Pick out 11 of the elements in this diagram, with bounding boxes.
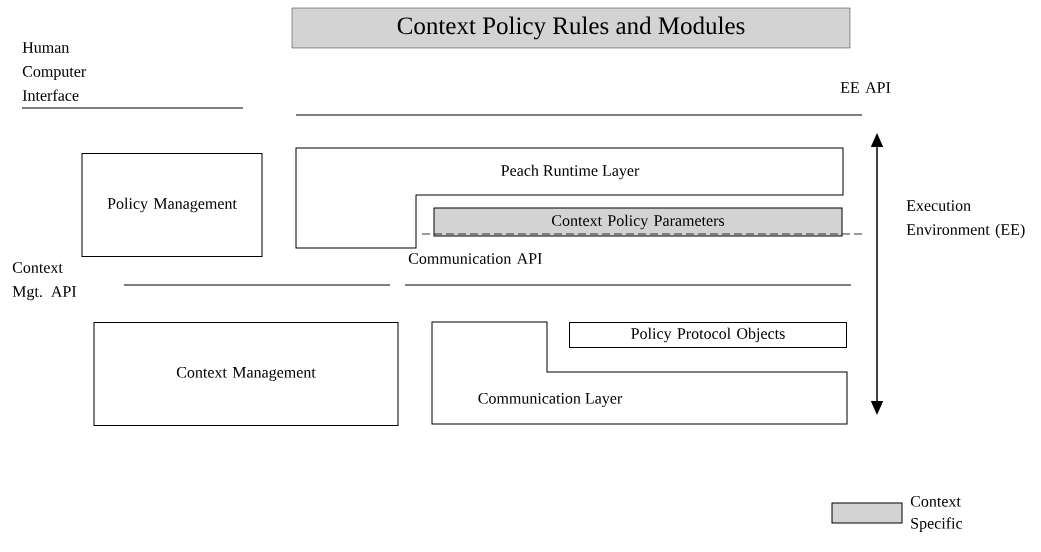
module-box: Policy Management bbox=[81, 153, 263, 257]
label-text: Execution Environment (EE) bbox=[906, 200, 1025, 239]
object-box: Policy Protocol Objects bbox=[569, 322, 847, 348]
label-text: Context Mgt. API bbox=[12, 262, 77, 301]
label-text: Human Computer Interface bbox=[22, 42, 87, 101]
module-box: Context Management bbox=[93, 322, 399, 426]
title-box: Context Policy Rules and Modules bbox=[291, 7, 851, 49]
label-text: Communication API bbox=[408, 253, 542, 264]
label-text: EE API bbox=[840, 82, 891, 93]
legend-text: Context Specific bbox=[910, 496, 963, 532]
parameter-box: Context Policy Parameters bbox=[433, 207, 843, 237]
